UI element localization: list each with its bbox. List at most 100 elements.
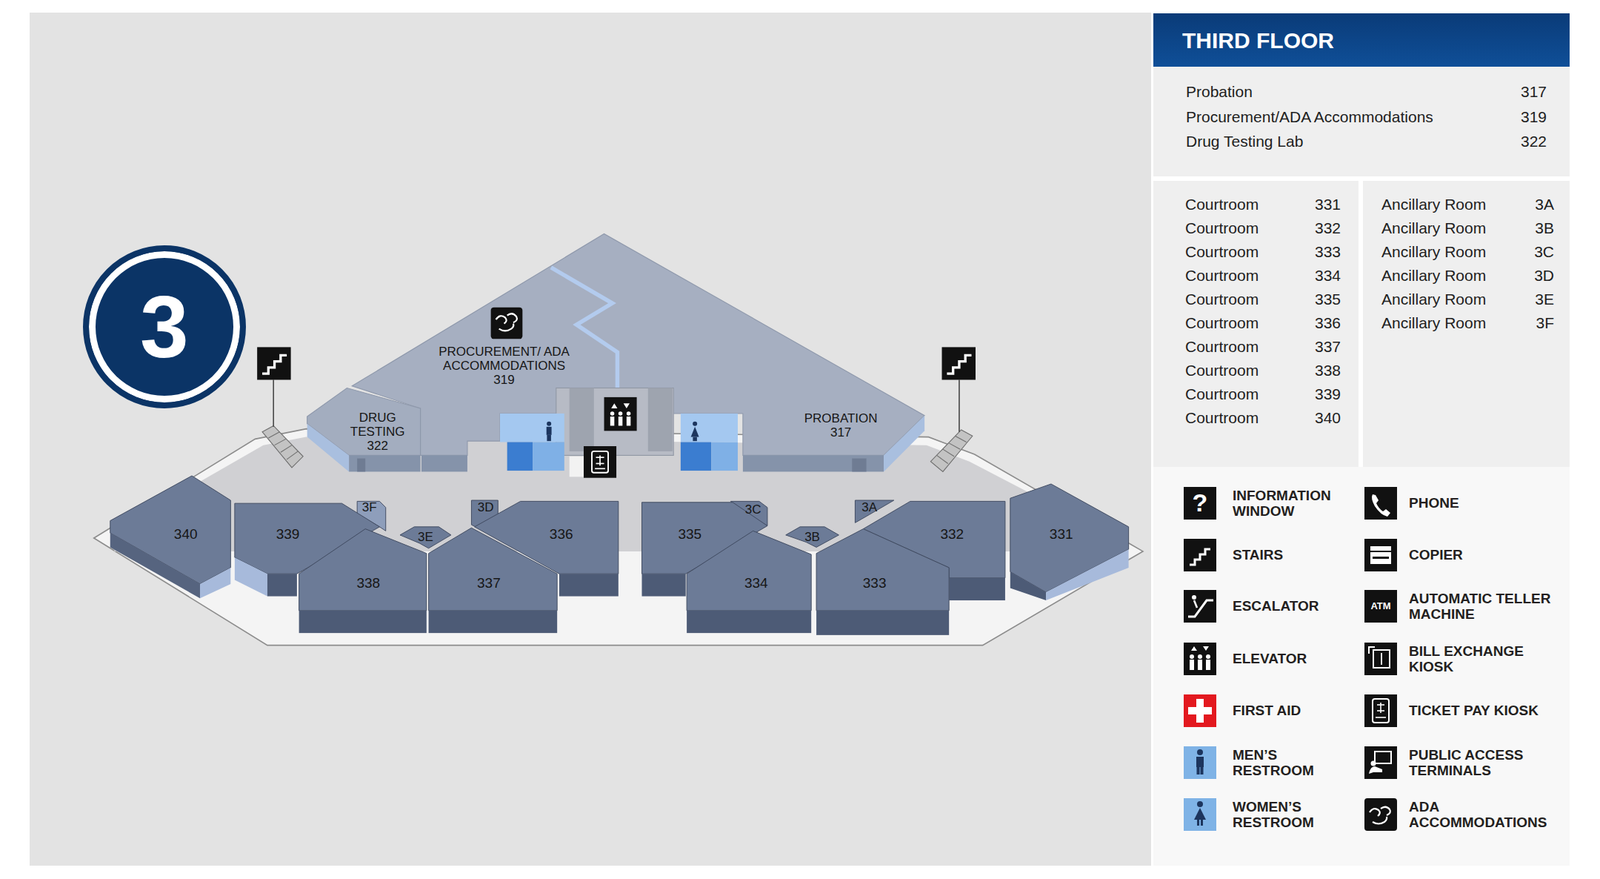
ancillary-room: 3E — [414, 528, 437, 546]
office-room: PROCUREMENT/ ADA ACCOMMODATIONS319 — [417, 342, 592, 389]
room-number: 335 — [1314, 290, 1341, 308]
leader-line — [272, 379, 275, 426]
directory-name: Ancillary Room — [1381, 195, 1486, 213]
legend-icon-part — [1375, 716, 1386, 718]
courtroom-block-part — [1010, 483, 1129, 592]
directory-name: Courtroom — [1185, 408, 1259, 426]
legend-text: BILL EXCHANGE KIOSK — [1408, 642, 1561, 675]
directory-name: Ancillary Room — [1381, 266, 1486, 284]
legend-icon-part — [1364, 694, 1398, 727]
courtroom-block-part — [686, 610, 812, 633]
office-block-part — [421, 454, 468, 472]
directory-name: Courtroom — [1185, 337, 1259, 355]
office-block-part — [569, 387, 595, 451]
ancillary-room: 3A — [858, 498, 880, 516]
legend-icon-part — [1196, 756, 1204, 767]
legend-icon-part — [1369, 806, 1391, 824]
room-label: 3D — [477, 500, 495, 515]
legend-entry: ADA ACCOMMODATIONS — [1408, 798, 1561, 831]
map-icon-part — [610, 411, 615, 416]
legend-icon-part — [1183, 745, 1217, 779]
legend-text: ADA ACCOMMODATIONS — [1408, 798, 1561, 831]
legend-icon-part — [1189, 654, 1195, 659]
office-block — [307, 233, 925, 477]
legend-icon-part — [1374, 751, 1392, 763]
legend-icon-part — [1189, 659, 1195, 670]
legend-entry: ELEVATOR — [1232, 650, 1358, 666]
legend-text: STAIRS — [1232, 546, 1358, 563]
legend-text: TICKET PAY KIOSK — [1408, 702, 1561, 718]
map-icon-part — [604, 397, 638, 431]
restroom-part — [711, 442, 738, 472]
courtroom: 337 — [474, 573, 504, 592]
floor-plate — [94, 428, 1143, 646]
room-number: 338 — [1314, 361, 1341, 379]
legend-icon-part — [1188, 600, 1214, 617]
room-number: 337 — [1314, 337, 1341, 355]
courtroom-block-part — [559, 573, 619, 596]
restroom — [500, 413, 738, 471]
room-label: 340 — [174, 525, 198, 542]
courtroom-block-part — [816, 528, 949, 611]
directory-name: Courtroom — [1185, 290, 1259, 308]
directory-name: Courtroom — [1185, 242, 1259, 260]
directory-name: Courtroom — [1185, 219, 1259, 237]
room-label: PROCUREMENT/ ADA ACCOMMODATIONS — [420, 344, 589, 373]
legend-icon-part — [1377, 709, 1385, 712]
legend-entry: BILL EXCHANGE KIOSK — [1408, 642, 1561, 675]
room-label: DRUG TESTING — [345, 410, 411, 439]
legend-icon-part — [1205, 654, 1211, 659]
legend-icon-part — [1200, 766, 1204, 775]
legend-icon-part — [1380, 702, 1382, 713]
restroom-part — [692, 421, 698, 426]
courtroom-block-part — [299, 528, 427, 611]
room-number: 340 — [1314, 408, 1341, 426]
directory-panel — [1362, 180, 1570, 467]
courtroom: 335 — [674, 524, 705, 543]
legend-icon-part — [1197, 800, 1203, 807]
directory-name: Drug Testing Lab — [1185, 132, 1303, 150]
map-icon-part — [623, 402, 630, 409]
legend-icon-part — [1183, 486, 1217, 520]
room-label: PROBATION — [804, 411, 878, 426]
directory-name: Courtroom — [1185, 361, 1259, 379]
restroom-part — [692, 437, 698, 442]
office-block-part — [648, 387, 673, 451]
map-icon-part — [583, 445, 617, 478]
floor-badge: 3 — [82, 245, 246, 409]
office-block-part — [742, 454, 884, 472]
directory-panel — [1153, 66, 1570, 177]
legend-icon-part — [1364, 589, 1398, 623]
legend-text: PUBLIC ACCESS TERMINALS — [1408, 746, 1561, 779]
legend-icon-part — [1197, 659, 1203, 670]
legend-icon-part — [1380, 652, 1383, 665]
courtroom: 334 — [741, 573, 772, 592]
legend-icon-part — [1197, 748, 1203, 755]
courtroom-block-part — [267, 573, 298, 596]
legend-icon-part — [1194, 600, 1198, 608]
legend-text: ESCALATOR — [1232, 597, 1358, 614]
room-number: 317 — [1520, 82, 1547, 100]
map-icon-part — [496, 313, 518, 331]
stairs-part — [942, 448, 955, 457]
legend-icon-part — [1191, 645, 1198, 651]
map-icon-part — [618, 416, 623, 426]
legend-icon-part — [1188, 706, 1212, 715]
office-block-part — [883, 415, 925, 472]
courtroom-block-part — [110, 532, 200, 598]
directory-name: Ancillary Room — [1381, 314, 1486, 332]
legend-icon-part — [1183, 538, 1217, 572]
stairs-icon — [942, 346, 976, 380]
room-label: 334 — [744, 574, 769, 591]
restroom-part — [532, 442, 565, 472]
legend-icon-part — [1370, 551, 1392, 564]
stairs-part — [286, 451, 298, 460]
courtroom-block-part — [1045, 548, 1129, 600]
office-block-part — [569, 456, 584, 478]
legend-icon-part — [1371, 494, 1391, 517]
legend-icon-part — [1183, 589, 1217, 623]
courtroom-block-part — [816, 610, 949, 635]
legend-text: FIRST AID — [1232, 702, 1358, 718]
legend-icon-part — [1368, 765, 1383, 774]
